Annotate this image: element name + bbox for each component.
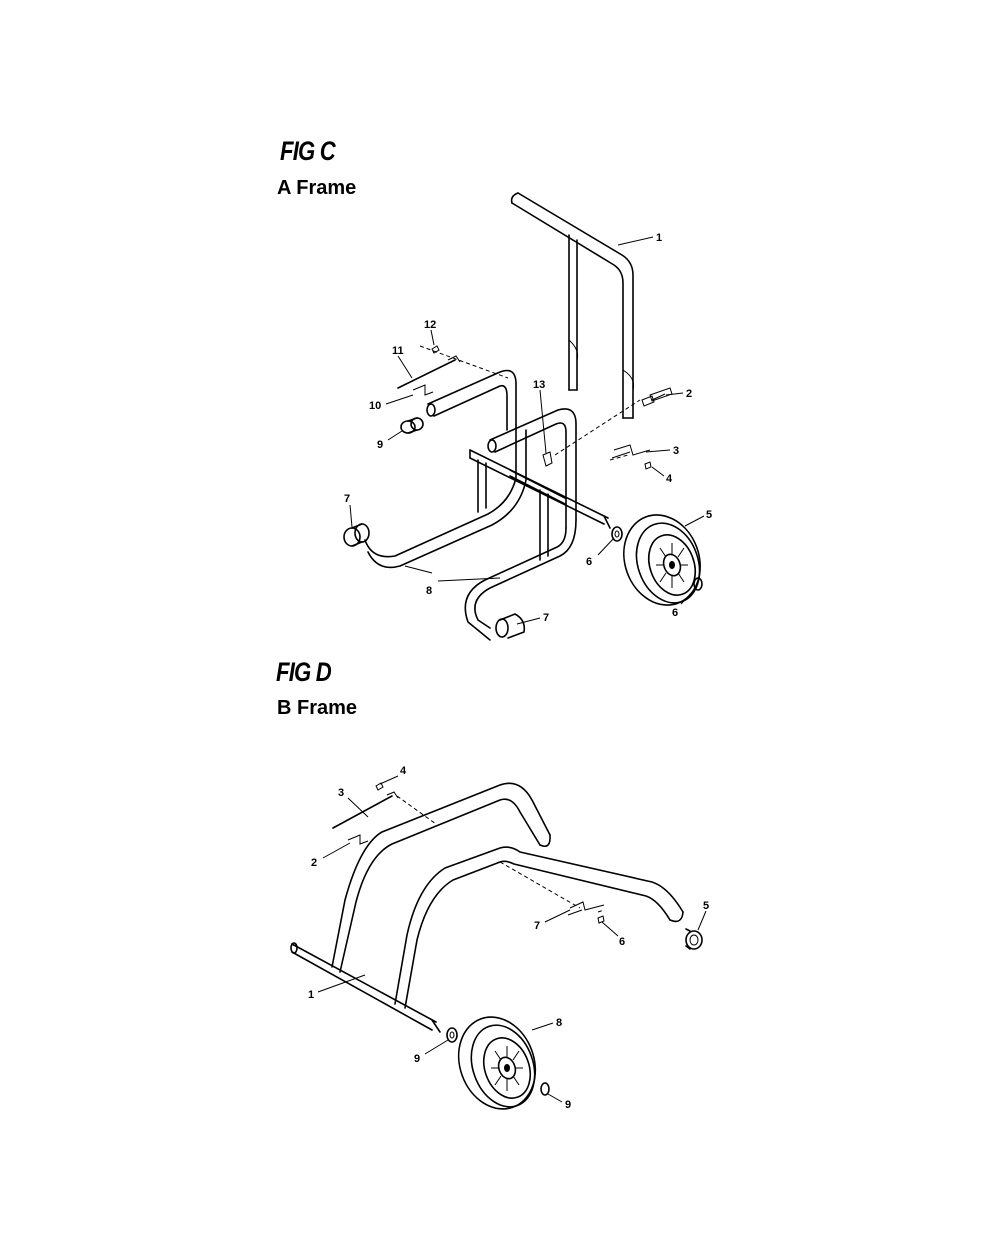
fig-d-callout-9a: 9 bbox=[414, 1053, 420, 1065]
fig-d-callout-4: 4 bbox=[400, 765, 407, 777]
fig-c-callout-11: 11 bbox=[392, 345, 404, 357]
fig-d-callout-7: 7 bbox=[534, 920, 540, 932]
fig-d-callout-8: 8 bbox=[556, 1017, 562, 1029]
fig-c-wheel bbox=[623, 514, 701, 606]
fig-c-callout-3: 3 bbox=[673, 445, 679, 457]
fig-d-front-frame bbox=[394, 846, 684, 1009]
fig-c-foot-cap-left bbox=[343, 523, 370, 547]
fig-c-drawing: 1 2 3 4 5 6 6 7 7 8 9 10 11 bbox=[343, 192, 712, 641]
fig-c-front-frame bbox=[364, 408, 611, 641]
fig-c-callout-6a: 6 bbox=[586, 556, 592, 568]
fig-c-callout-12: 12 bbox=[424, 319, 436, 331]
fig-c-foot-cap-right bbox=[495, 613, 526, 639]
fig-d-axle bbox=[290, 942, 441, 1033]
fig-c-bolt bbox=[641, 387, 673, 407]
fig-c-callout-2: 2 bbox=[686, 388, 692, 400]
fig-c-callout-1: 1 bbox=[656, 232, 662, 244]
fig-c-callout-5: 5 bbox=[706, 509, 712, 521]
fig-d-end-cap bbox=[685, 928, 703, 950]
fig-c-title: FIG C bbox=[280, 136, 336, 166]
fig-c-handle bbox=[510, 192, 634, 419]
fig-c-callout-9: 9 bbox=[377, 439, 383, 451]
fig-d-title: FIG D bbox=[276, 657, 332, 687]
fig-c-subtitle: A Frame bbox=[277, 177, 357, 199]
fig-c-callout-7a: 7 bbox=[344, 493, 350, 505]
fig-c-callouts: 1 2 3 4 5 6 6 7 7 8 9 10 11 bbox=[344, 232, 712, 625]
fig-d-callout-3: 3 bbox=[338, 787, 344, 799]
fig-d-rear-frame bbox=[331, 782, 551, 973]
fig-d-wheel bbox=[457, 1016, 537, 1110]
fig-d-callout-1: 1 bbox=[308, 989, 314, 1001]
fig-c-callout-6b: 6 bbox=[672, 607, 678, 619]
fig-d-drawing: 1 2 3 4 5 6 7 8 9 9 bbox=[290, 765, 709, 1111]
fig-c-callout-10: 10 bbox=[369, 400, 381, 412]
fig-d-callout-9b: 9 bbox=[565, 1099, 571, 1111]
fig-c-rear-frame bbox=[426, 369, 517, 431]
fig-d-callout-5: 5 bbox=[703, 900, 709, 912]
fig-c-callout-8: 8 bbox=[426, 585, 432, 597]
fig-c-callout-13: 13 bbox=[533, 379, 545, 391]
fig-d-subtitle: B Frame bbox=[277, 697, 358, 719]
fig-d-callout-6: 6 bbox=[619, 936, 625, 948]
fig-c-callout-7b: 7 bbox=[543, 612, 549, 624]
fig-c-callout-4: 4 bbox=[666, 473, 673, 485]
fig-d-callout-2: 2 bbox=[311, 857, 317, 869]
fig-d-callouts: 1 2 3 4 5 6 7 8 9 9 bbox=[308, 765, 709, 1111]
